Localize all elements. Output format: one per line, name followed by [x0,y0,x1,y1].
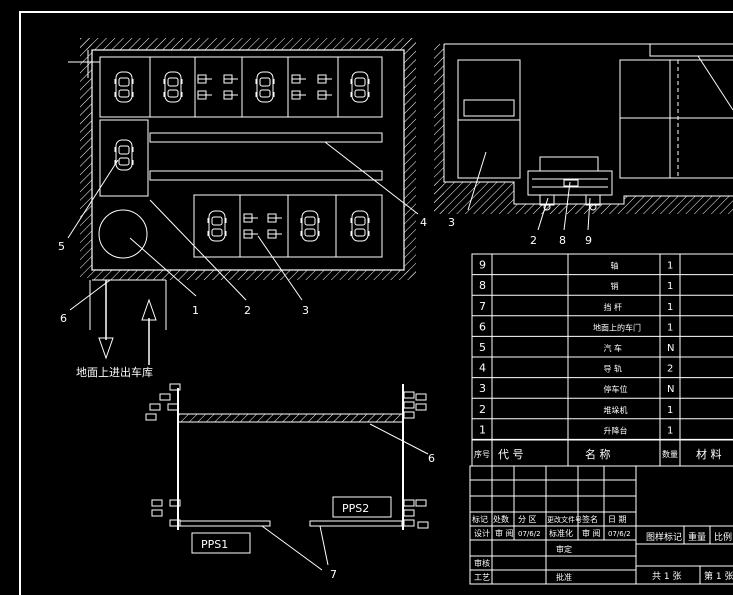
tb-r1-2: 分 区 [518,515,537,524]
car-icon [114,139,134,171]
parts-row-no: 8 [479,279,486,292]
parts-row-qty: 1 [667,281,673,292]
lower-callout-6: 6 [428,452,435,465]
parts-row-name: 挡 杆 [604,302,623,312]
callout-5: 5 [58,240,65,253]
tb-r1-1: 处数 [493,514,509,524]
tb-r2-5: 07/6/2 [608,530,631,538]
parts-row-no: 2 [479,403,486,416]
section-view: 3 2 8 9 [434,43,733,247]
lower-view: PPS1 PPS2 6 7 [145,383,435,581]
lower-callout-7: 7 [330,568,337,581]
header-no: 序号 [474,449,490,459]
pps2-label: PPS2 [342,502,369,515]
header-name: 名 称 [585,447,611,461]
tb-r2-2: 07/6/2 [518,530,541,538]
parts-row-name: 导 轨 [604,364,623,374]
car-icon [114,71,134,103]
tb-right-2: 比例 [714,531,732,543]
parts-row-qty: 1 [667,405,673,416]
header-qty: 数量 [662,449,678,459]
parts-row-no: 5 [479,341,486,354]
car-icon [300,210,320,242]
tb-r2-4: 审 阅 [582,528,601,538]
parts-row-qty: N [667,384,674,395]
section-callout-8: 8 [559,234,566,247]
parts-row-name: 升降台 [604,425,628,435]
tb-r2-1: 审 阅 [495,528,514,538]
header-material: 材 料 [696,447,722,461]
pps1-label: PPS1 [201,538,228,551]
parts-row-qty: 1 [667,302,673,313]
callout-2: 2 [244,304,251,317]
parts-row-qty: N [667,343,674,354]
tb-r5-1: 批准 [556,572,572,582]
tb-r4-0: 审核 [474,558,490,568]
tb-r2-3: 标准化 [549,528,573,538]
parts-row-no: 3 [479,382,486,395]
tb-r2-0: 设计 [474,528,490,538]
car-icon [255,71,275,103]
parts-row-no: 9 [479,259,486,272]
parts-row-name: 停车位 [604,384,628,394]
callout-1: 1 [192,304,199,317]
parts-row-qty: 1 [667,425,673,436]
parts-list: 9 轴 1 8 销 1 7 挡 杆 1 6 地面上的车门 1 5 汽 车 N 4 导 轨 2 3 停车位 N 2 堆垛机 1 1… [471,253,733,467]
tb-right-0: 图样标记 [646,531,682,543]
plan-view: 5 6 1 2 3 4 地面上进出车库 [58,38,427,379]
tb-r1-0: 标记 [472,514,488,524]
entrance-label: 地面上进出车库 [76,365,153,379]
tb-r1-4: 签名 [582,514,598,524]
tb-sheets-1: 第 1 张 [704,570,733,582]
section-callout-3: 3 [448,216,455,229]
tb-r5-0: 工艺 [474,573,490,582]
car-icon [350,210,370,242]
tb-sheets-0: 共 1 张 [652,571,681,582]
tb-r3-0: 审定 [556,544,572,554]
car-icon [207,210,227,242]
drawing-frame [19,11,733,595]
tb-r1-3: 更改文件号 [547,515,582,524]
title-block: 标记 处数 分 区 更改文件号 签名 日 期 设计 审 阅 07/6/2 标准化… [469,465,733,585]
parts-row-name: 地面上的车门 [593,322,641,332]
parts-row-name: 堆垛机 [604,405,628,415]
car-icon [350,71,370,103]
parts-row-qty: 1 [667,322,673,333]
parts-row-no: 4 [479,362,486,375]
parts-row-name: 汽 车 [604,343,623,353]
parts-row-qty: 1 [667,261,673,272]
callout-4: 4 [420,216,427,229]
parts-row-no: 6 [479,320,486,333]
tb-r1-5: 日 期 [608,515,627,524]
callout-3: 3 [302,304,309,317]
parts-row-qty: 2 [667,364,673,375]
parts-row-name: 销 [611,281,619,291]
tb-right-1: 重量 [688,531,706,543]
section-callout-2: 2 [530,234,537,247]
header-code: 代 号 [498,448,524,461]
parts-row-name: 轴 [611,261,619,271]
callout-6: 6 [60,312,67,325]
parts-row-no: 7 [479,300,486,313]
car-icon [163,71,183,103]
parts-row-no: 1 [479,423,486,436]
section-callout-9: 9 [585,234,592,247]
